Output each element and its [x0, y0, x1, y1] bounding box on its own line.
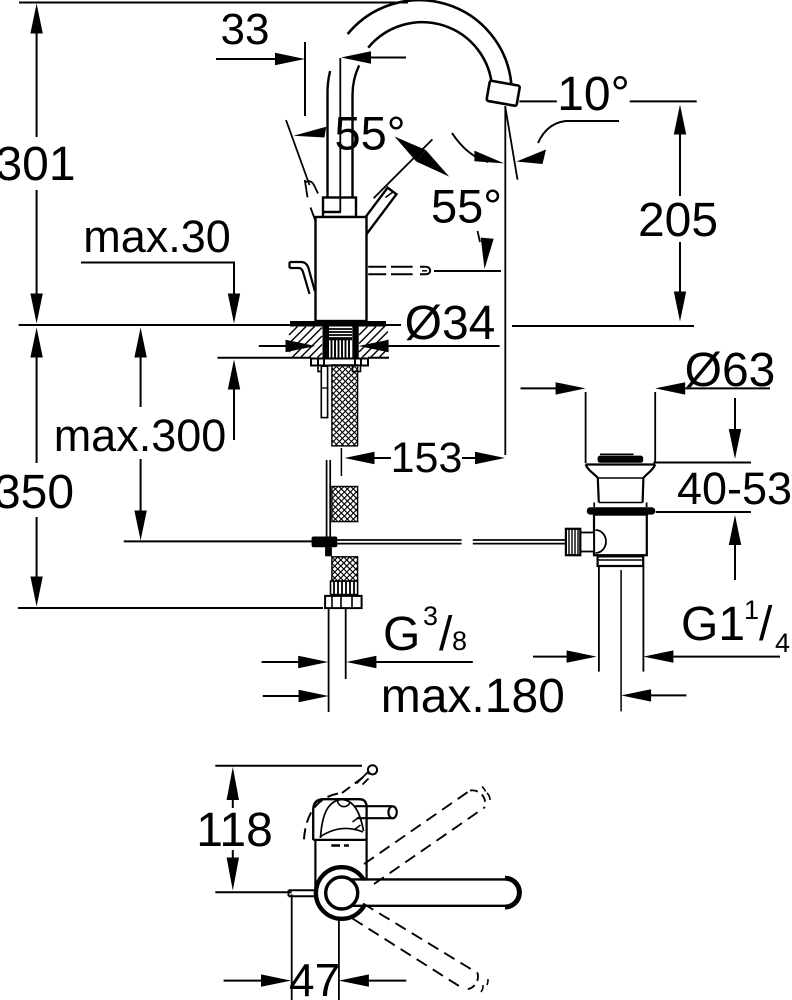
svg-text:55°: 55°	[334, 107, 405, 160]
svg-text:/: /	[439, 608, 453, 661]
svg-text:3: 3	[423, 601, 438, 631]
svg-text:205: 205	[638, 194, 718, 247]
svg-text:350: 350	[0, 466, 74, 519]
svg-text:153: 153	[391, 434, 463, 482]
svg-text:40-53: 40-53	[677, 463, 792, 514]
svg-text:47: 47	[289, 954, 340, 1000]
svg-text:8: 8	[452, 626, 467, 656]
svg-text:max.180: max.180	[381, 670, 565, 723]
svg-text:1: 1	[744, 595, 759, 625]
svg-text:4: 4	[775, 628, 790, 658]
svg-text:33: 33	[221, 5, 270, 54]
svg-text:max.300: max.300	[54, 410, 227, 461]
svg-text:/: /	[759, 598, 773, 651]
svg-text:301: 301	[0, 138, 76, 191]
svg-text:55°: 55°	[431, 180, 502, 233]
svg-text:10°: 10°	[557, 68, 630, 121]
svg-text:Ø34: Ø34	[405, 297, 496, 350]
svg-text:118: 118	[196, 804, 273, 857]
svg-text:G: G	[383, 608, 420, 661]
svg-text:G1: G1	[681, 598, 745, 651]
svg-text:max.30: max.30	[83, 211, 231, 262]
svg-text:Ø63: Ø63	[685, 344, 776, 397]
